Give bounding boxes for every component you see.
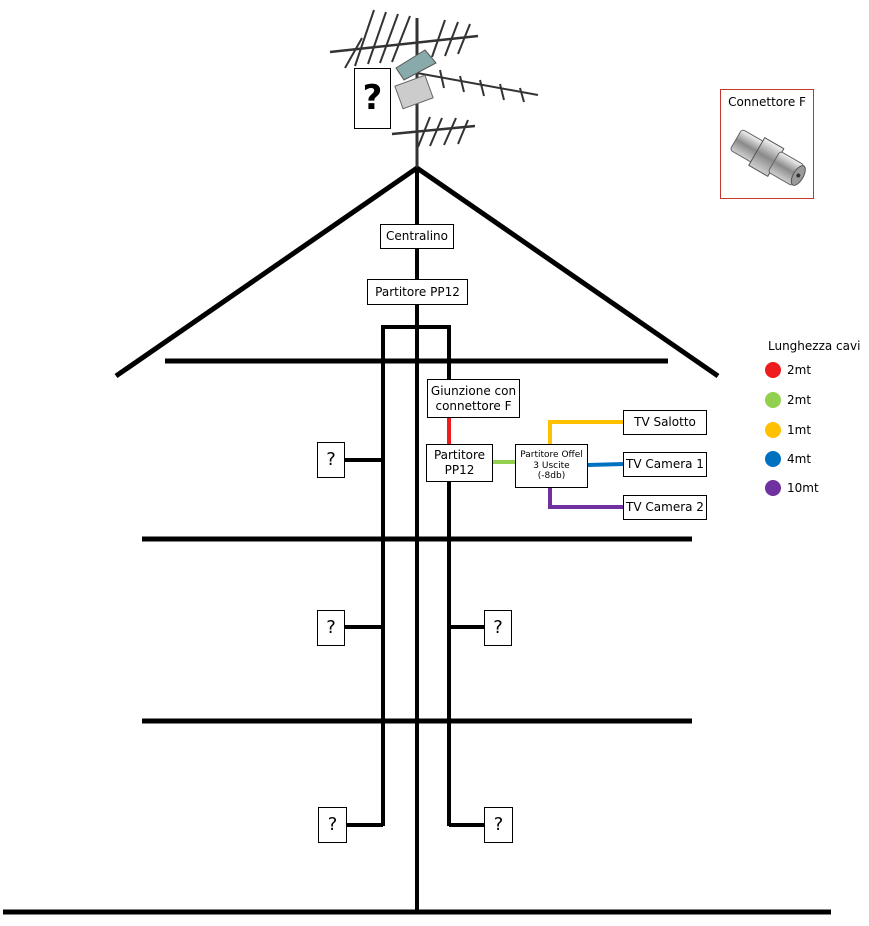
legend-item: 4mt (765, 450, 811, 468)
unknown-left-floor3-box: ? (318, 807, 347, 843)
legend-item: 2mt (765, 391, 811, 409)
roof (114, 165, 720, 379)
legend-label: 10mt (787, 481, 819, 495)
legend-dot-icon (765, 422, 781, 438)
partitore-pp12-box: Partitore PP12 (426, 444, 493, 482)
centralino-box: Centralino (380, 224, 454, 249)
partitore-offel-box: Partitore Offel 3 Uscite (-8db) (515, 444, 588, 488)
unknown-left-floor2-box: ? (317, 610, 345, 646)
antenna-icon (329, 9, 539, 168)
giunzione-box: Giunzione con connettore F (427, 379, 520, 418)
tv-camera2-box: TV Camera 2 (623, 495, 707, 520)
legend-title: Lunghezza cavi (768, 339, 861, 353)
legend-dot-icon (765, 392, 781, 408)
connettore-f-box: Connettore F (720, 89, 814, 199)
legend-item: 10mt (765, 479, 819, 497)
legend-label: 2mt (787, 393, 812, 407)
legend-dot-icon (765, 362, 781, 378)
legend-label: 4mt (787, 452, 812, 466)
legend-item: 2mt (765, 361, 811, 379)
unknown-right-floor2-box: ? (484, 610, 512, 646)
tv-salotto-box: TV Salotto (623, 410, 707, 435)
f-connector-icon (730, 129, 806, 186)
legend-label: 1mt (787, 423, 812, 437)
legend-item: 1mt (765, 421, 811, 439)
partitore-pp12-top-box: Partitore PP12 (367, 279, 468, 305)
cable-blue (587, 462, 625, 467)
antenna-unknown-box: ? (354, 68, 391, 129)
tv-camera1-box: TV Camera 1 (623, 452, 707, 477)
cable-yellow (548, 420, 624, 444)
legend-label: 2mt (787, 363, 812, 377)
cable-purple (548, 487, 624, 509)
legend-dot-icon (765, 451, 781, 467)
connettore-f-title: Connettore F (728, 95, 806, 109)
unknown-right-floor3-box: ? (484, 807, 513, 843)
unknown-left-floor1-box: ? (317, 442, 345, 478)
legend-dot-icon (765, 480, 781, 496)
